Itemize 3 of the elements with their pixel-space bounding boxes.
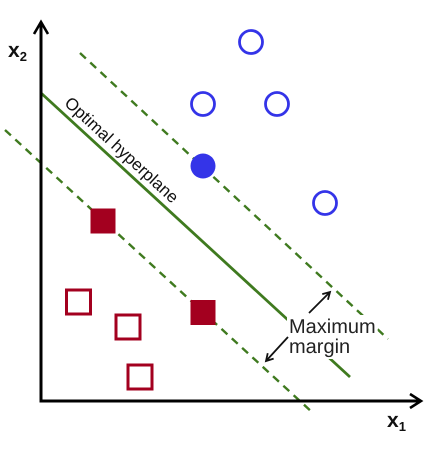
axis-label: x$_{1}$ [387,410,406,431]
annotation-label: Maximum margin [289,317,377,357]
axis-label: x$_{2}$ [8,40,27,61]
